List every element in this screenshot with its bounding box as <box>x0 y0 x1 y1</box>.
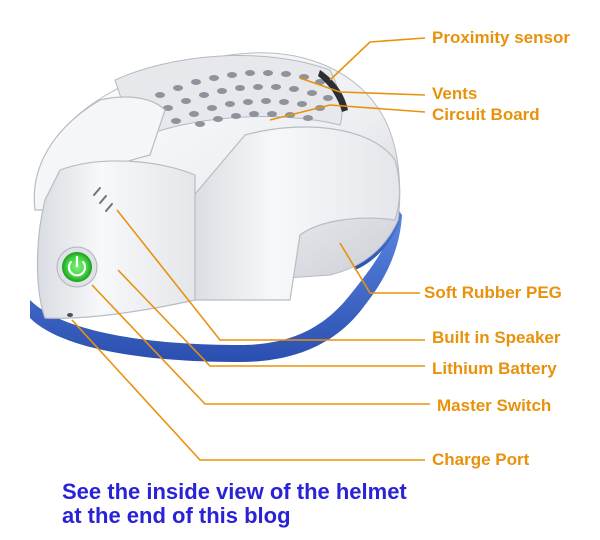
charge-port <box>67 313 73 317</box>
caption-line-1: See the inside view of the helmet <box>62 479 407 504</box>
label-circuit-board: Circuit Board <box>432 105 540 124</box>
label-soft-rubber-peg: Soft Rubber PEG <box>424 283 562 302</box>
power-icon <box>56 246 98 288</box>
label-master-switch: Master Switch <box>437 396 552 415</box>
leader-proximity-sensor <box>329 37 426 81</box>
leader-built-in-speaker <box>116 209 425 341</box>
leader-circuit-board <box>269 104 426 121</box>
caption-line-2: at the end of this blog <box>62 503 291 528</box>
vent-holes <box>155 70 333 127</box>
leader-soft-rubber-peg <box>339 242 420 294</box>
speaker-slots <box>93 187 113 212</box>
leader-lines <box>71 37 430 461</box>
leader-master-switch <box>91 284 430 405</box>
label-lithium-battery: Lithium Battery <box>432 359 557 378</box>
leader-vents <box>299 77 426 96</box>
panel-front-side <box>36 160 196 319</box>
label-proximity-sensor: Proximity sensor <box>432 28 570 47</box>
panel-right <box>189 126 401 301</box>
label-vents: Vents <box>432 84 478 103</box>
label-charge-port: Charge Port <box>432 450 530 469</box>
proximity-sensor-strip <box>318 70 348 112</box>
leader-charge-port <box>71 319 425 461</box>
caption: See the inside view of the helmet at the… <box>62 480 407 528</box>
leader-lithium-battery <box>117 269 425 367</box>
label-built-in-speaker: Built in Speaker <box>432 328 561 347</box>
